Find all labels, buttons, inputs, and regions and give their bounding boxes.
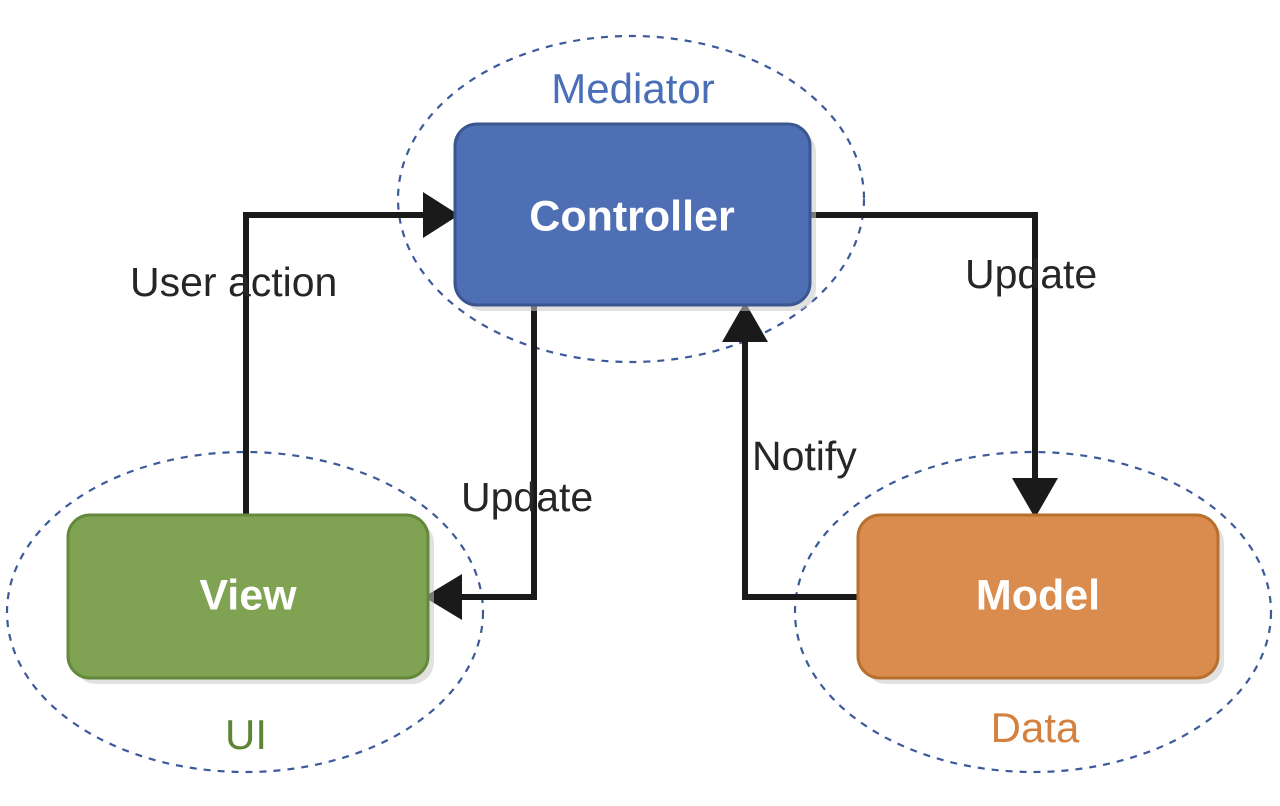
group-label-data: Data xyxy=(991,704,1080,751)
edge-user-action xyxy=(243,192,459,520)
edge-label-update-model: Update xyxy=(965,251,1097,297)
edge-update-view xyxy=(424,300,537,620)
edge-notify-arrowhead xyxy=(722,302,768,342)
node-controller-label: Controller xyxy=(529,192,735,240)
group-label-mediator: Mediator xyxy=(551,65,714,112)
node-view[interactable]: View xyxy=(66,513,434,684)
node-model[interactable]: Model xyxy=(856,513,1224,684)
node-model-box[interactable] xyxy=(856,513,1220,680)
edge-user-action-line xyxy=(243,212,425,520)
group-label-ui: UI xyxy=(225,711,267,758)
edge-notify-line xyxy=(742,340,862,600)
edge-update-model xyxy=(806,212,1058,518)
edge-label-notify: Notify xyxy=(752,433,857,479)
node-controller-box[interactable] xyxy=(453,122,812,307)
edge-update-view-line xyxy=(460,300,537,600)
node-controller[interactable]: Controller xyxy=(453,122,816,311)
edge-update-model-arrowhead xyxy=(1012,478,1058,518)
edge-label-update-view: Update xyxy=(461,474,593,520)
edge-label-user-action: User action xyxy=(130,259,337,305)
group-ellipse-mediator xyxy=(396,34,866,364)
edge-update-model-line xyxy=(806,212,1038,480)
group-ellipse-data xyxy=(793,450,1273,774)
edge-notify xyxy=(722,302,862,600)
node-model-label: Model xyxy=(976,571,1100,619)
edge-user-action-arrowhead xyxy=(423,192,459,238)
group-ellipse-ui xyxy=(5,450,485,774)
edge-update-view-arrowhead xyxy=(424,574,462,620)
node-view-box[interactable] xyxy=(66,513,430,680)
node-view-label: View xyxy=(199,571,297,619)
